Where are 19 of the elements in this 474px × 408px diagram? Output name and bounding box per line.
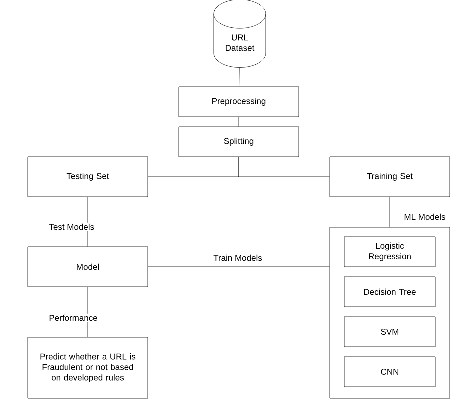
edge-label: Test Models [48,222,96,232]
connector-line [148,266,330,268]
connector-line [238,157,330,178]
process-box: Preprocessing [178,86,300,118]
process-box: Logistic Regression [344,236,436,268]
process-box: Model [28,246,148,288]
process-box: Splitting [178,126,300,158]
process-box: Decision Tree [344,276,436,308]
edge-label: Performance [48,314,99,322]
process-box: Testing Set [28,156,148,198]
process-box: Training Set [330,156,450,198]
edge-label: Train Models [212,254,264,262]
process-box: CNN [344,356,436,388]
process-box: Predict whether a URL is Fraudulent or not based on developed rules [28,337,148,399]
database-cylinder: URL Dataset [214,0,266,68]
edge-label: ML Models [403,212,447,222]
process-box: SVM [344,316,436,348]
connector-line [239,68,240,87]
connector-line [238,117,240,127]
